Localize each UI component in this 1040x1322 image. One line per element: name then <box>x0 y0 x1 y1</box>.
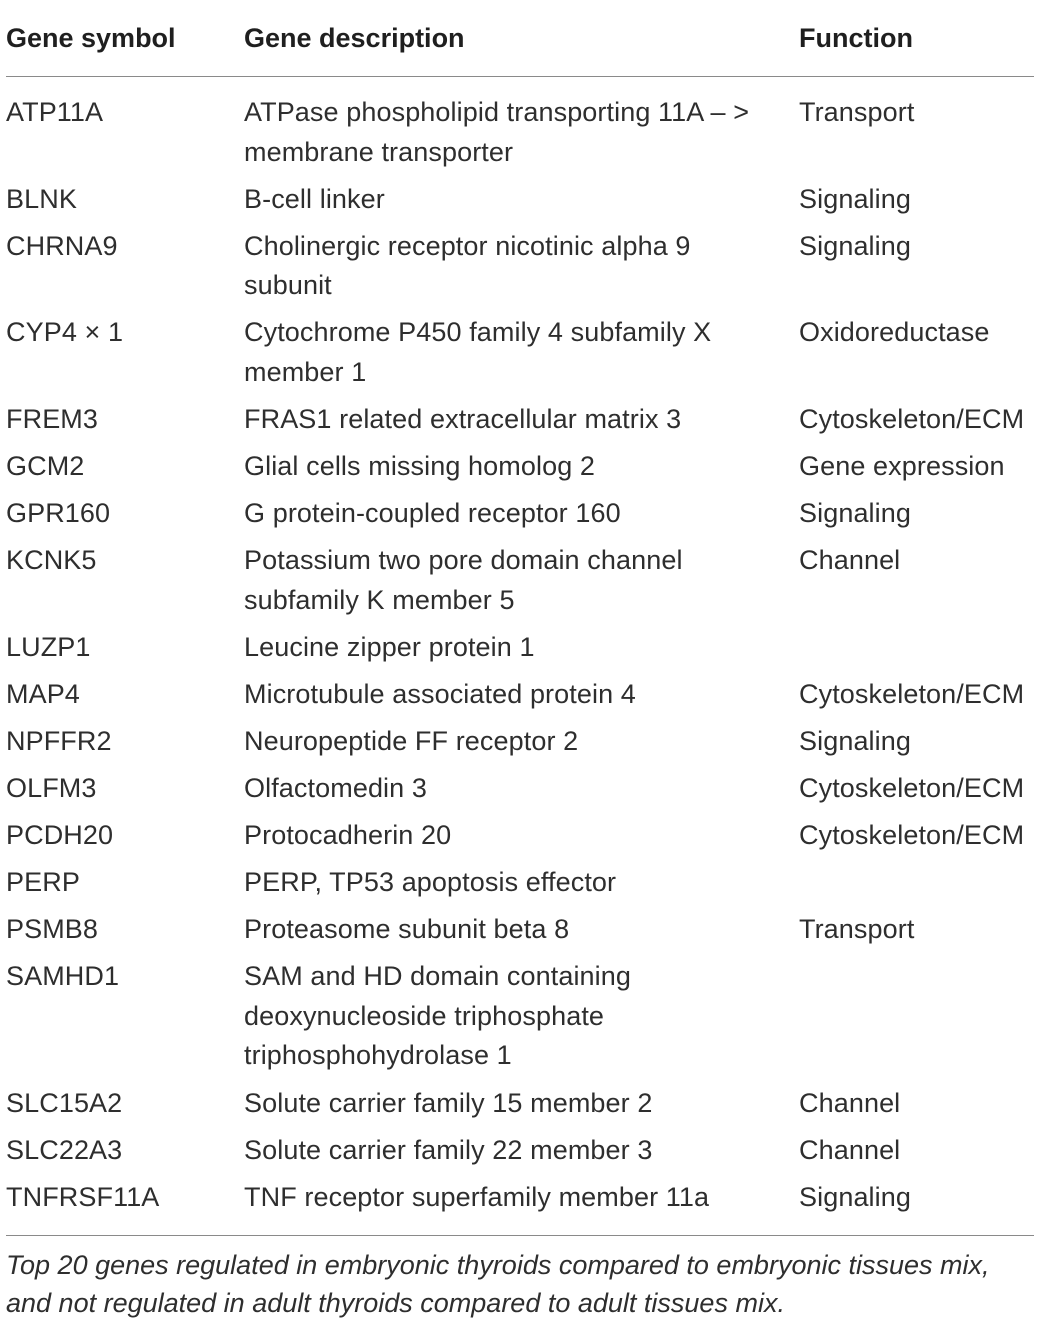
table-row: GPR160 G protein-coupled receptor 160 Sign… <box>6 486 1034 533</box>
gene-description-cell: Olfactomedin 3 <box>244 773 427 804</box>
table-row: MAP4 Microtubule associated protein 4 Cyto… <box>6 667 1034 714</box>
gene-symbol-cell: ATP11A <box>6 97 104 127</box>
header-gene-description: Gene description <box>244 0 799 77</box>
gene-description-cell: Glial cells missing homolog 2 <box>244 450 596 481</box>
gene-symbol-cell: OLFM3 <box>6 773 97 804</box>
table-row: LUZP1 Leucine zipper protein 1 <box>6 620 1034 667</box>
gene-description-cell: Proteasome subunit beta 8 <box>244 914 570 945</box>
table-row: ATP11A ATPase phospholipid transporting 1… <box>6 77 1034 173</box>
header-row: Gene symbol Gene description Function <box>6 0 1034 77</box>
gene-function-cell: Signaling <box>799 498 911 529</box>
table-row: KCNK5 Potassium two pore domain channel s… <box>6 534 1034 621</box>
header-function: Function <box>799 0 1034 77</box>
header-gene-symbol: Gene symbol <box>6 0 244 77</box>
gene-symbol-cell: MAP4 <box>6 678 80 709</box>
table-header: Gene symbol Gene description Function <box>6 0 1034 77</box>
gene-description-cell: Leucine zipper protein 1 <box>244 631 535 662</box>
gene-symbol-cell: GPR160 <box>6 498 111 529</box>
table-row: CYP4 × 1 Cytochrome P450 family 4 subfami… <box>6 306 1034 393</box>
table-row: NPFFR2 Neuropeptide FF receptor 2 Signalin… <box>6 714 1034 761</box>
table-row: BLNK B-cell linker Signaling <box>6 172 1034 219</box>
gene-description-cell: Cholinergic receptor nicotinic alpha 9 s… <box>244 230 691 301</box>
table-footnote: Top 20 genes regulated in embryonic thyr… <box>6 1250 990 1318</box>
gene-symbol-cell: LUZP1 <box>6 631 91 662</box>
gene-function-cell: Cytoskeleton/ECM <box>799 773 1025 804</box>
gene-description-cell: Potassium two pore domain channel subfam… <box>244 545 683 615</box>
gene-description-cell: ATPase phospholipid transporting 11A – >… <box>244 97 750 167</box>
table-row: SLC22A3 Solute carrier family 22 member 3… <box>6 1123 1034 1170</box>
table-row: SAMHD1 SAM and HD domain containing deoxy… <box>6 950 1034 1076</box>
table-body: ATP11A ATPase phospholipid transporting 1… <box>6 77 1034 1218</box>
table-row: TNFRSF11A TNF receptor superfamily member… <box>6 1170 1034 1217</box>
gene-function-cell: Cytoskeleton/ECM <box>799 678 1025 709</box>
table-row: PERP PERP, TP53 apoptosis effector <box>6 856 1034 903</box>
gene-function-cell: Transport <box>799 97 915 127</box>
gene-function-cell <box>799 950 1034 1076</box>
table-row: PCDH20 Protocadherin 20 Cytoskeleton/ECM <box>6 809 1034 856</box>
table-row: CHRNA9 Cholinergic receptor nicotinic alp… <box>6 219 1034 306</box>
table-row: SLC15A2 Solute carrier family 15 member 2… <box>6 1076 1034 1123</box>
gene-symbol-cell: BLNK <box>6 183 77 214</box>
gene-description-cell: Microtubule associated protein 4 <box>244 678 636 709</box>
gene-symbol-cell: TNFRSF11A <box>6 1181 160 1212</box>
gene-description-cell: G protein-coupled receptor 160 <box>244 498 621 529</box>
table-row: PSMB8 Proteasome subunit beta 8 Transport <box>6 903 1034 950</box>
gene-description-cell: Protocadherin 20 <box>244 820 452 851</box>
gene-description-cell: Solute carrier family 15 member 2 <box>244 1087 653 1118</box>
gene-function-cell: Cytoskeleton/ECM <box>799 820 1025 851</box>
gene-function-cell <box>799 856 1034 903</box>
gene-description-cell: B-cell linker <box>244 183 385 214</box>
gene-description-cell: Solute carrier family 22 member 3 <box>244 1134 653 1165</box>
table-row: FREM3 FRAS1 related extracellular matrix … <box>6 392 1034 439</box>
gene-symbol-cell: SLC22A3 <box>6 1134 123 1165</box>
gene-function-cell: Transport <box>799 914 915 945</box>
gene-description-cell: TNF receptor superfamily member 11a <box>244 1181 710 1212</box>
gene-function-cell: Channel <box>799 545 901 576</box>
table-bottom-rule <box>6 1235 1034 1236</box>
gene-description-cell: SAM and HD domain containing deoxynucleo… <box>244 961 632 1071</box>
gene-symbol-cell: PSMB8 <box>6 914 99 945</box>
gene-description-cell: FRAS1 related extracellular matrix 3 <box>244 403 682 434</box>
gene-symbol-cell: FREM3 <box>6 403 99 434</box>
gene-function-cell: Cytoskeleton/ECM <box>799 403 1025 434</box>
gene-symbol-cell: KCNK5 <box>6 545 97 576</box>
gene-function-cell: Channel <box>799 1134 901 1165</box>
gene-function-cell: Signaling <box>799 230 911 261</box>
gene-symbol-cell: CYP4 × 1 <box>6 317 124 348</box>
table-row: OLFM3 Olfactomedin 3 Cytoskeleton/ECM <box>6 761 1034 808</box>
gene-symbol-cell: NPFFR2 <box>6 725 112 756</box>
gene-table: Gene symbol Gene description Function AT… <box>6 0 1034 1217</box>
gene-symbol-cell: PCDH20 <box>6 820 114 851</box>
gene-description-cell: Cytochrome P450 family 4 subfamily X mem… <box>244 317 712 387</box>
gene-function-cell <box>799 620 1034 667</box>
gene-description-cell: Neuropeptide FF receptor 2 <box>244 725 579 756</box>
gene-symbol-cell: PERP <box>6 867 80 898</box>
gene-function-cell: Signaling <box>799 1181 911 1212</box>
table-row: GCM2 Glial cells missing homolog 2 Gene ex… <box>6 439 1034 486</box>
gene-function-cell: Oxidoreductase <box>799 317 990 348</box>
gene-function-cell: Gene expression <box>799 450 1005 481</box>
gene-symbol-cell: SAMHD1 <box>6 961 120 992</box>
gene-function-cell: Signaling <box>799 183 911 214</box>
gene-function-cell: Channel <box>799 1087 901 1118</box>
gene-symbol-cell: SLC15A2 <box>6 1087 123 1118</box>
gene-symbol-cell: GCM2 <box>6 450 85 481</box>
gene-description-cell: PERP, TP53 apoptosis effector <box>244 867 617 898</box>
gene-symbol-cell: CHRNA9 <box>6 230 118 261</box>
gene-function-cell: Signaling <box>799 725 911 756</box>
